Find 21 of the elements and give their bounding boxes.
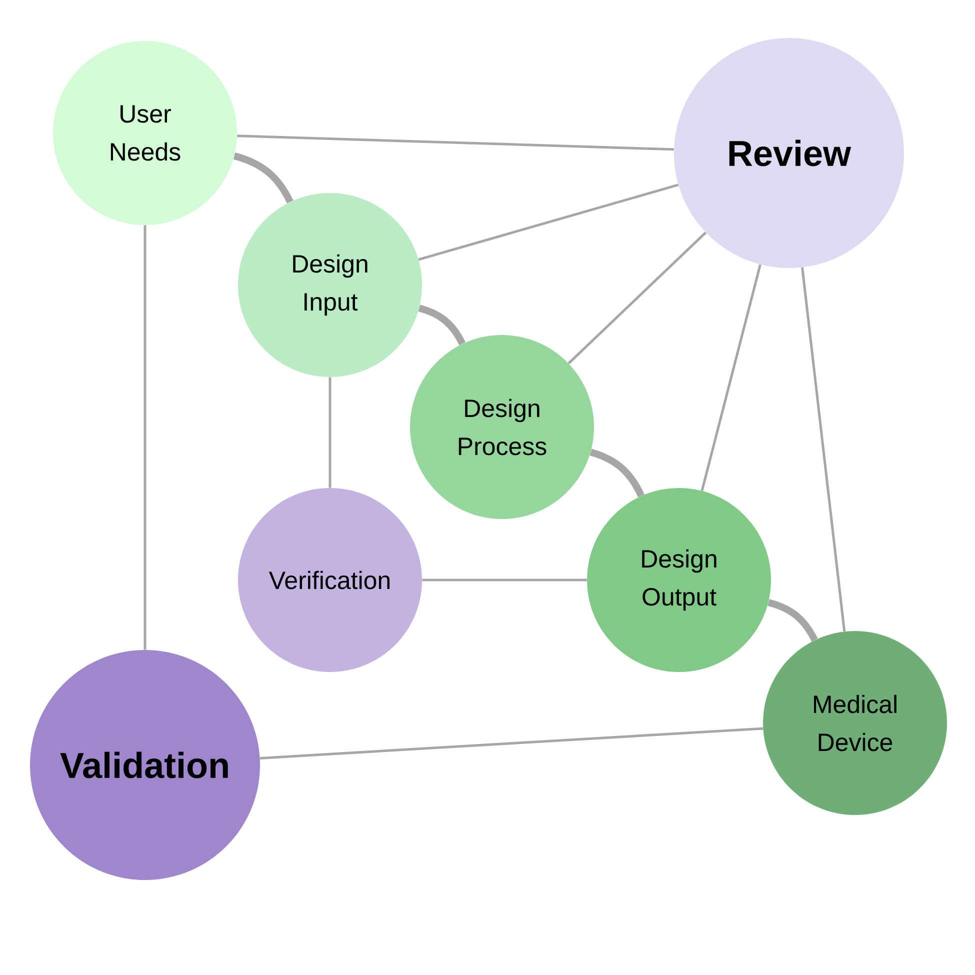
connector-line [590,448,644,498]
connector-line [144,225,146,650]
circle-node: User Needs [53,41,237,225]
connector-line [418,304,466,346]
circle-node: Verification [238,488,422,672]
connector-line [700,264,762,492]
connector-line [237,134,674,151]
circle-node: Design Input [238,193,422,377]
circle-node: Validation [30,650,260,880]
connector-line [422,578,587,582]
connector-line [260,727,764,760]
connector-line [328,377,332,488]
connector-line [418,184,679,261]
circle-node: Review [674,38,904,268]
connector-line [233,152,294,204]
circle-node: Design Process [410,335,594,519]
circle-node: Design Output [587,488,771,672]
connector-line [801,267,846,632]
connector-line [568,232,707,364]
circle-node: Medical Device [763,631,947,815]
connector-line [767,599,818,642]
